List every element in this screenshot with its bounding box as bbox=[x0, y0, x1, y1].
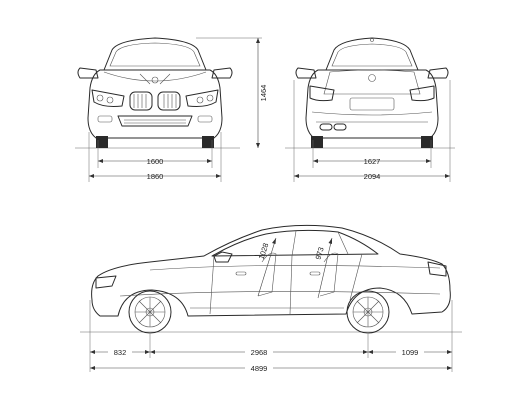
front-view: 1600 1860 bbox=[75, 37, 240, 182]
exhaust-left-icon bbox=[319, 123, 333, 131]
right-kidney-grille bbox=[157, 91, 181, 111]
rear-right-tire bbox=[421, 136, 433, 148]
rear-view: 1627 2094 bbox=[285, 37, 455, 182]
side-mirror bbox=[213, 251, 233, 263]
rear-left-mirror bbox=[295, 67, 317, 79]
rear-wheel bbox=[346, 290, 390, 334]
height-dimension: 1464 bbox=[196, 37, 268, 148]
front-wheel bbox=[128, 290, 172, 334]
rear-overhang-label: 1099 bbox=[402, 348, 419, 357]
side-tail-light bbox=[427, 261, 447, 277]
front-left-tire bbox=[96, 136, 108, 148]
overall-length-label: 4899 bbox=[251, 364, 268, 373]
rear-right-mirror bbox=[427, 67, 449, 79]
rear-track-label: 1627 bbox=[364, 157, 381, 166]
front-headroom-label: 1028 bbox=[257, 242, 271, 261]
exhaust-right-icon bbox=[333, 123, 347, 131]
right-tail-light bbox=[409, 85, 435, 102]
left-headlight bbox=[91, 89, 125, 107]
rear-left-tire bbox=[311, 136, 323, 148]
height-label: 1464 bbox=[259, 85, 268, 102]
rear-width-label: 2094 bbox=[364, 172, 381, 181]
front-track-label: 1600 bbox=[147, 157, 164, 166]
wheelbase-label: 2968 bbox=[251, 348, 268, 357]
rear-headroom-label: 973 bbox=[314, 246, 326, 261]
side-view: 1028 973 832 2968 1099 4899 bbox=[80, 224, 462, 373]
right-mirror bbox=[211, 67, 233, 79]
left-tail-light bbox=[309, 85, 335, 102]
front-badge-icon bbox=[151, 76, 159, 84]
left-kidney-grille bbox=[129, 91, 153, 111]
rear-badge-icon bbox=[368, 74, 376, 82]
front-width-label: 1860 bbox=[147, 172, 164, 181]
left-mirror bbox=[77, 67, 99, 79]
front-right-tire bbox=[202, 136, 214, 148]
right-headlight bbox=[185, 89, 219, 107]
side-headlight bbox=[95, 275, 117, 289]
front-overhang-label: 832 bbox=[114, 348, 127, 357]
